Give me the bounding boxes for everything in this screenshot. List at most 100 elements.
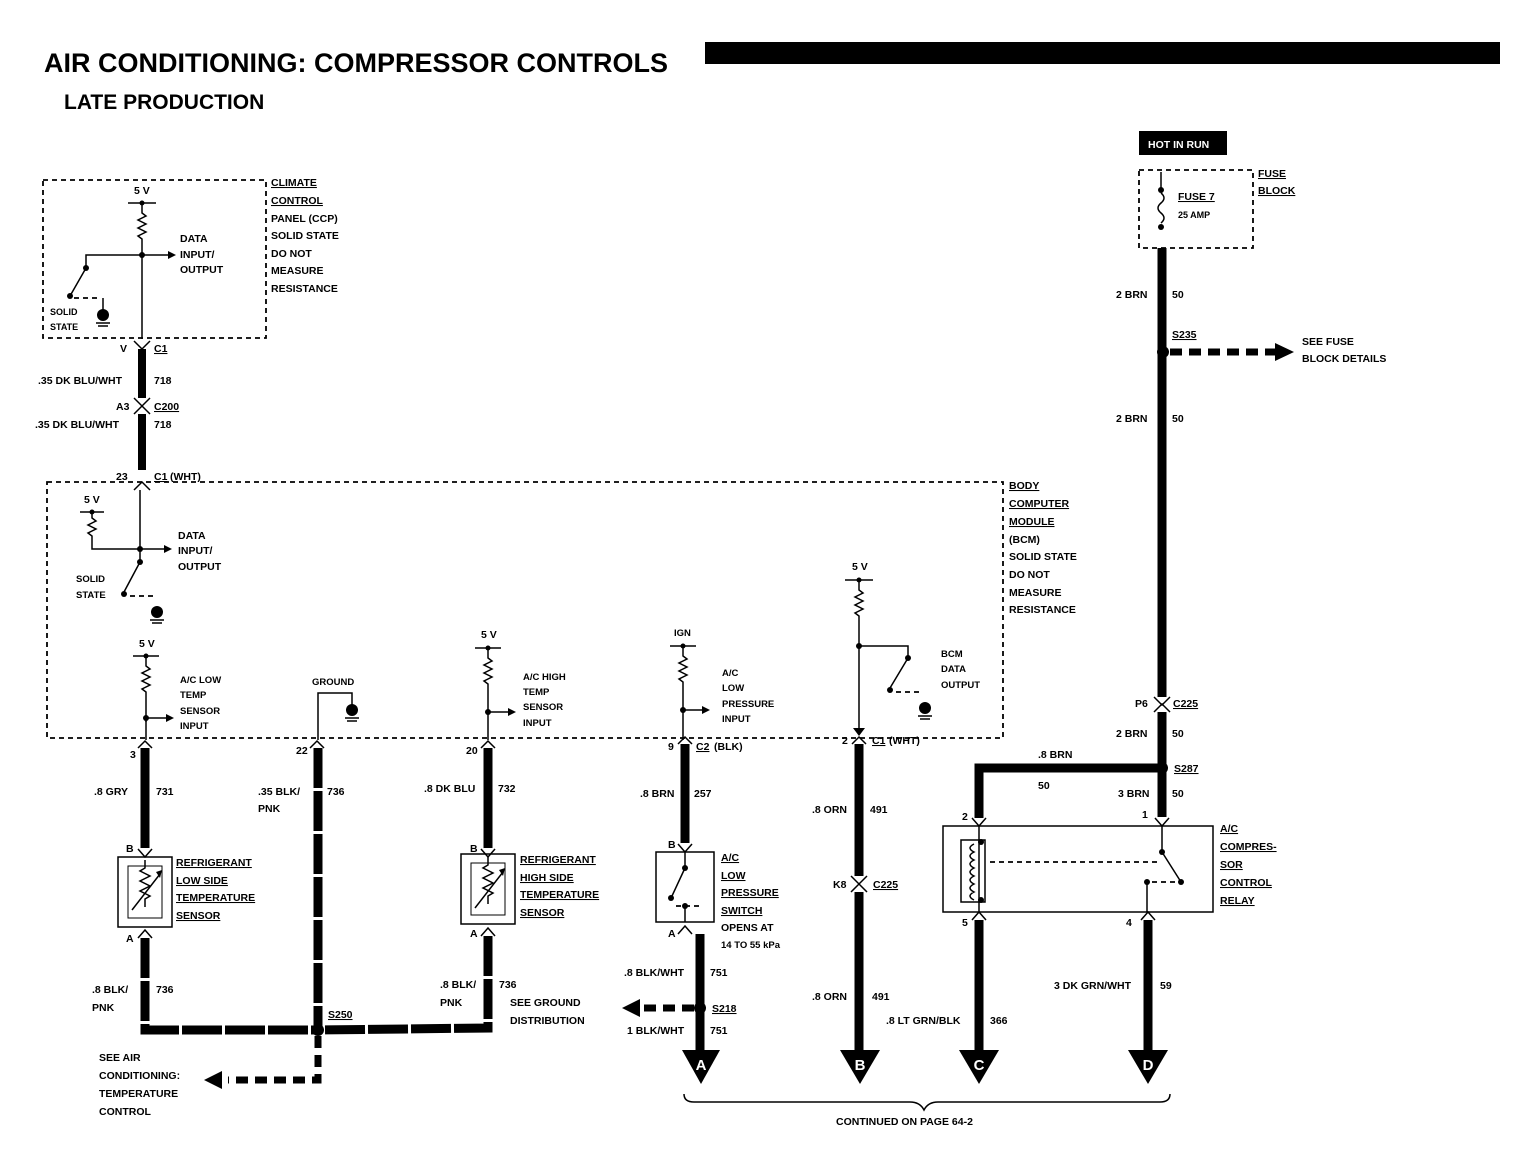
switch-opens-1: OPENS AT [721,922,774,934]
bcm-data-3: OUTPUT [178,561,222,573]
c225-p6-label: C225 [1173,698,1198,710]
switch-label-4: SWITCH [721,905,762,917]
bcm-ground-icon [151,606,163,618]
c2-label: C2 [696,741,710,753]
bcm-label-4: (BCM) [1009,534,1040,546]
see-ac-1: SEE AIR [99,1052,141,1064]
low-sensor-pin-a: A [126,933,134,945]
pin-3: 3 [130,749,136,761]
wire-751a-color: .8 BLK/WHT [624,967,685,979]
ac-compressor-relay [942,825,1214,913]
low-temp-input-3: SENSOR [180,706,220,717]
splice-s235 [1157,346,1169,358]
c1-wht-label: C1 [154,471,168,483]
bcm-ign: IGN [674,628,691,639]
relay-coil-box [960,839,986,903]
title-bar [705,42,1500,64]
fuse-block-outline [1138,169,1254,249]
continuation-brace [683,1093,1171,1112]
bcm-solid-1: SOLID [76,574,105,585]
c200-label: C200 [154,401,179,413]
wire-50c-color: 2 BRN [1116,728,1148,740]
c200-pin: A3 [116,401,130,413]
continuation-label-b: B [855,1057,866,1074]
high-temp-input-4: INPUT [523,718,552,729]
wire-736-low [140,938,318,1035]
see-ac-2: CONDITIONING: [99,1070,180,1082]
wire-50-relay-coil [974,763,1162,818]
wire-50a-color: 2 BRN [1116,289,1148,301]
splice-s218 [694,1002,706,1014]
switch-opens-2: 14 TO 55 kPa [721,940,781,951]
low-pressure-input-2: LOW [722,683,744,694]
fuse-block-label-2: BLOCK [1258,185,1296,197]
ccp-solid-1: SOLID [50,307,78,317]
continued-note: CONTINUED ON PAGE 64-2 [836,1116,973,1128]
wire-257-color: .8 BRN [640,788,674,800]
high-temp-input-3: SENSOR [523,702,563,713]
wire-50b-color: 2 BRN [1116,413,1148,425]
wire-718b-number: 718 [154,419,172,431]
see-ac-4: CONTROL [99,1106,151,1118]
wire-736b-color-2: PNK [92,1002,115,1014]
bcm-out-5v: 5 V [852,561,868,573]
bcm-ground-label: GROUND [312,677,354,688]
bcm-pullup-resistor [86,512,140,550]
ccp-solid-2: STATE [50,322,78,332]
fuse-details-arrow [1275,343,1294,361]
wire-736a-number: 736 [327,786,345,798]
wire-718a-number: 718 [154,375,172,387]
wire-59-color: 3 DK GRN/WHT [1054,980,1132,992]
fuse-details-1: SEE FUSE [1302,336,1354,348]
wire-736a-color-1: .35 BLK/ [258,786,300,798]
switch-label-3: PRESSURE [721,887,779,899]
relay-pin-5: 5 [962,917,968,929]
wire-736b-number: 736 [156,984,174,996]
fuse-7-label: FUSE 7 [1178,191,1215,203]
ground-dist-2: DISTRIBUTION [510,1015,585,1027]
pin-20: 20 [466,745,478,757]
high-side-temp-sensor [460,853,516,925]
ccp-label-5: DO NOT [271,248,312,260]
fuse-block-label-1: FUSE [1258,168,1286,180]
wire-736a-color-2: PNK [258,803,281,815]
low-sensor-pin-b: B [126,843,134,855]
ac-temp-control-lead [228,1036,322,1084]
wire-718a-color: .35 DK BLU/WHT [38,375,123,387]
ccp-data-2: INPUT/ [180,249,215,261]
bcm-solid-2: STATE [76,590,106,601]
continuation-arrow-a [682,1050,720,1084]
wire-736c-number: 736 [499,979,517,991]
hot-in-run-label: HOT IN RUN [1148,139,1209,151]
ccp-label-6: MEASURE [271,265,324,277]
c1-pin-v: V [120,343,127,355]
relay-label-4: CONTROL [1220,877,1272,889]
wire-731-number: 731 [156,786,174,798]
bcm-label-5: SOLID STATE [1009,551,1077,563]
wire-736c-color-2: PNK [440,997,463,1009]
switch-label-1: A/C [721,852,740,864]
wire-491b-color: .8 ORN [812,991,847,1003]
bcm-label-2: COMPUTER [1009,498,1070,510]
pin-2: 2 [842,735,848,747]
fuse-details-2: BLOCK DETAILS [1302,353,1386,365]
switch-pin-a: A [668,928,676,940]
c1-label: C1 [154,343,168,355]
ccp-ground-icon [97,309,109,321]
high-temp-input-2: TEMP [523,687,550,698]
wire-50c-number: 50 [1172,728,1184,740]
relay-label-3: SOR [1220,859,1243,871]
ccp-outline [42,179,267,339]
low-pressure-input-4: INPUT [722,714,751,725]
wire-732-number: 732 [498,783,516,795]
ground-dist-1: SEE GROUND [510,997,581,1009]
splice-s250-label: S250 [328,1009,353,1021]
high-sensor-pin-a: A [470,928,478,940]
relay-pin-4: 4 [1126,917,1132,929]
bcm-output-ground-icon [919,702,931,714]
high-sensor-label-2: HIGH SIDE [520,872,574,884]
relay-pin-1: 1 [1142,809,1148,821]
pin-9: 9 [668,741,674,753]
fuse-amp-label: 25 AMP [1178,210,1210,220]
